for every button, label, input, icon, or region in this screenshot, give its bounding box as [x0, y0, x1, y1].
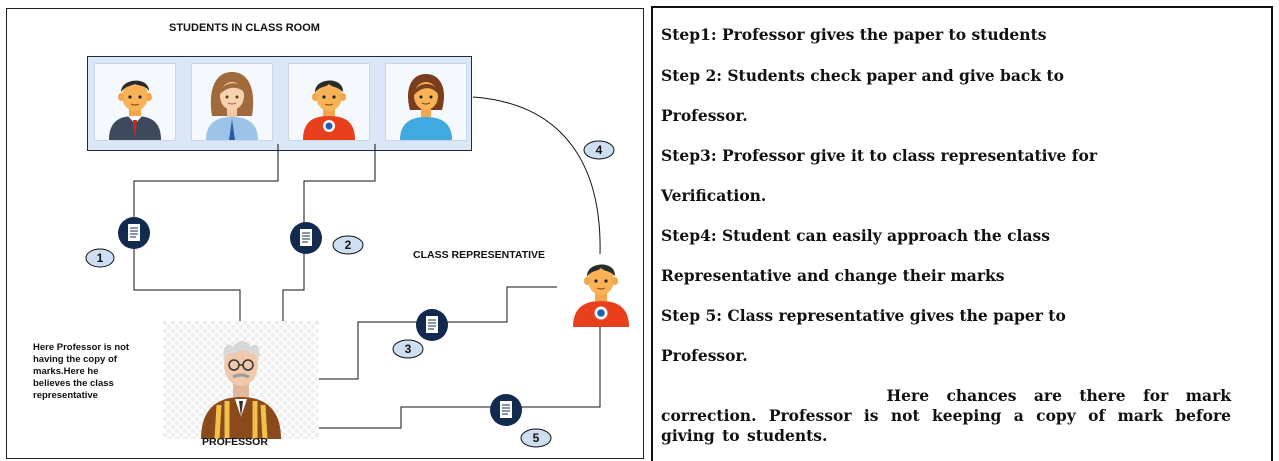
professor-note-line: believes the class: [33, 378, 114, 389]
step-number-2-text: 2: [345, 238, 352, 252]
conclusion-line-1: Here chances are there for mark: [886, 386, 1231, 405]
class-rep-label: CLASS REPRESENTATIVE: [413, 249, 546, 261]
step-number-5: 5: [520, 428, 552, 448]
step-number-3-text: 3: [405, 342, 412, 356]
student-4-tile: [385, 63, 467, 141]
document-icon: [290, 222, 322, 254]
step-number-1: 1: [85, 248, 115, 268]
student-1-tile: [94, 63, 176, 141]
step-3-text: Step3: Professor give it to class repres…: [661, 146, 1097, 165]
professor-note: Here Professor is not having the copy of…: [33, 342, 129, 402]
diagram-panel: STUDENTS IN CLASS ROOM: [6, 8, 644, 459]
classroom-box: [87, 56, 472, 151]
step-1-text: Step1: Professor gives the paper to stud…: [661, 25, 1047, 44]
step-5-text: Step 5: Class representative gives the p…: [661, 306, 1066, 325]
professor-note-line: representative: [33, 390, 98, 401]
step-2-text: Step 2: Students check paper and give ba…: [661, 66, 1064, 85]
step-4-text-cont: Representative and change their marks: [661, 266, 1005, 285]
steps-panel: Step1: Professor gives the paper to stud…: [651, 6, 1273, 461]
classroom-title: STUDENTS IN CLASS ROOM: [169, 22, 320, 34]
step-number-2: 2: [332, 235, 364, 255]
professor-note-line: having the copy of: [33, 354, 117, 365]
document-icon: [118, 217, 150, 249]
document-icon: [490, 394, 522, 426]
professor-note-line: Here Professor is not: [33, 342, 130, 353]
student-3-tile: [288, 63, 370, 141]
class-representative-icon: [573, 264, 629, 327]
step-number-4: 4: [583, 140, 615, 160]
student-female-blue-icon: [400, 74, 452, 140]
step-3-text-cont: Verification.: [661, 186, 767, 205]
document-icon: [416, 309, 448, 341]
professor-label: PROFESSOR: [202, 436, 268, 448]
step-5-text-cont: Professor.: [661, 346, 748, 365]
professor-icon: [163, 321, 319, 439]
step-number-5-text: 5: [533, 431, 540, 445]
step-number-3: 3: [392, 339, 424, 359]
student-male-red-icon: [303, 80, 355, 140]
conclusion-rest: correction. Professor is not keeping a c…: [661, 406, 1231, 445]
professor-note-line: marks.Here he: [33, 366, 99, 377]
step-4-text: Step4: Student can easily approach the c…: [661, 226, 1050, 245]
conclusion-note: Here chances are there for mark correcti…: [661, 386, 1231, 446]
student-male-icon: [109, 80, 161, 140]
step-number-4-text: 4: [596, 143, 603, 157]
student-2-tile: [191, 63, 273, 141]
student-female-icon: [206, 72, 258, 140]
step-2-text-cont: Professor.: [661, 106, 748, 125]
step-number-1-text: 1: [97, 251, 104, 265]
